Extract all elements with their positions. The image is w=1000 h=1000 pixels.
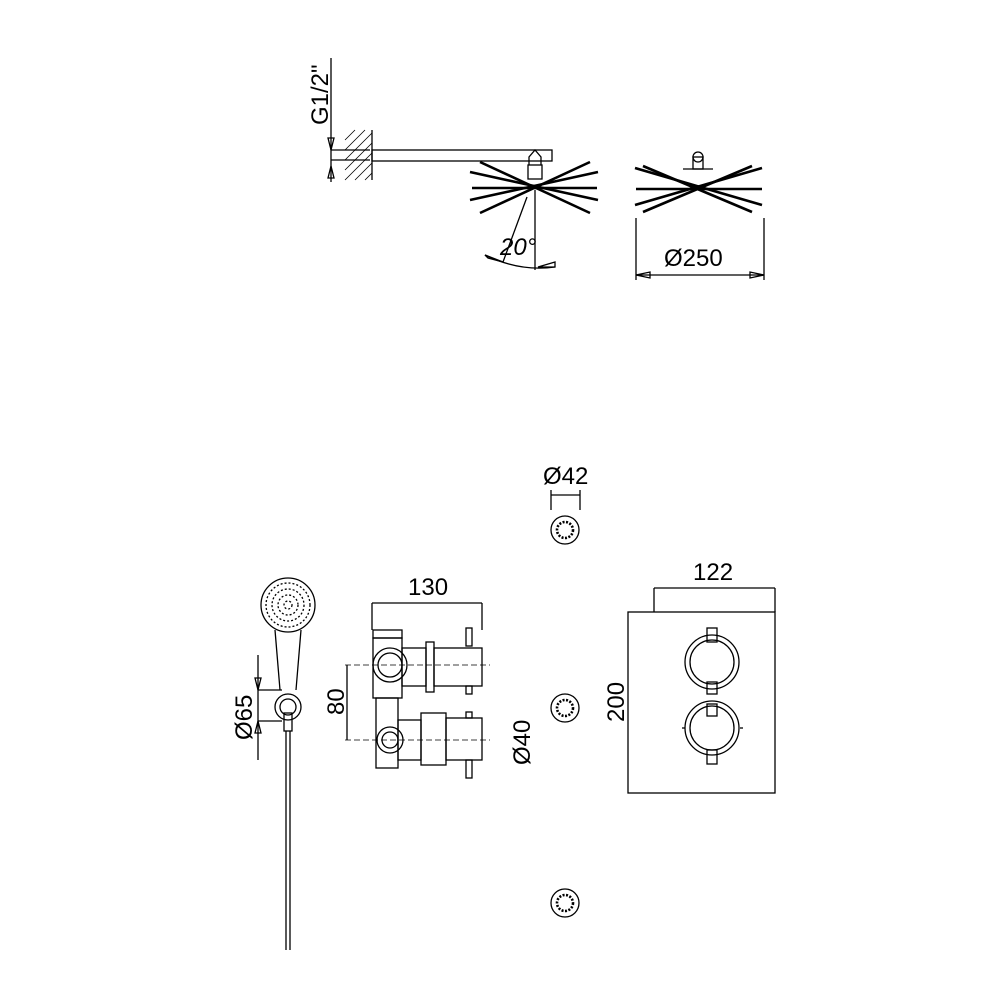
thread-size-label: G1/2" bbox=[307, 64, 334, 125]
shower-head-front-view: Ø250 bbox=[634, 151, 765, 280]
nozzle-diameter-label: Ø42 bbox=[543, 463, 588, 490]
head-diameter-label: Ø250 bbox=[664, 245, 723, 272]
body-jets: Ø42 bbox=[543, 463, 588, 918]
valve-width-label: 130 bbox=[408, 574, 448, 601]
hand-shower: Ø65 bbox=[231, 577, 316, 950]
tilt-angle-label: 20° bbox=[499, 234, 537, 261]
body-jet-bottom bbox=[550, 888, 580, 918]
top-handle bbox=[684, 627, 740, 695]
body-jet-top bbox=[550, 515, 580, 545]
bottom-handle bbox=[682, 700, 743, 765]
plate-height-label: 200 bbox=[603, 682, 630, 722]
valve-body: 130 80 Ø40 bbox=[323, 574, 536, 779]
wall-hatch bbox=[344, 129, 373, 181]
handshower-diameter-label: Ø65 bbox=[231, 695, 258, 740]
shower-head-side-view: 20° G1/2" bbox=[307, 58, 599, 270]
valve-spacing-label: 80 bbox=[323, 688, 350, 715]
plate-width-label: 122 bbox=[693, 559, 733, 586]
shower-head-blades bbox=[469, 160, 599, 215]
body-jet-middle bbox=[550, 693, 580, 723]
trim-plate: 122 200 bbox=[603, 559, 776, 794]
cartridge-diameter-label: Ø40 bbox=[509, 720, 536, 765]
